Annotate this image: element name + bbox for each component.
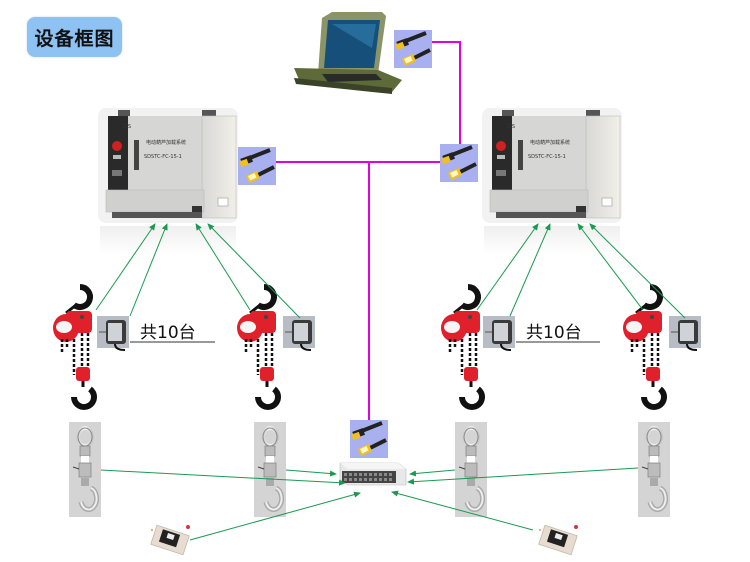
cable-laptop-icon <box>392 28 434 70</box>
diagram-title: 设备框图 <box>27 17 122 57</box>
network-lines <box>276 41 461 425</box>
hoist-2 <box>237 287 278 407</box>
inclinometer-left <box>150 524 191 556</box>
cabinet-model: SDSTC-FC-15-1 <box>144 154 182 160</box>
laptop-link <box>432 41 461 154</box>
cabinet-name: 电动葫芦加载系统 <box>146 139 186 146</box>
count-label-right: 共10台 <box>526 323 582 343</box>
cable-cabinet-left-icon <box>236 145 278 187</box>
cabinet-name: 电动葫芦加载系统 <box>530 139 570 146</box>
cabinet-logo: ZJS <box>507 124 515 130</box>
control-cabinet-left: ZJS 电动葫芦加载系统 SDSTC-FC-15-1 <box>97 107 239 254</box>
encoder-3 <box>482 315 516 351</box>
load-cell-3 <box>455 422 487 517</box>
control-cabinet-right: ZJS 电动葫芦加载系统 SDSTC-FC-15-1 <box>481 107 623 254</box>
inclinometer-right <box>538 524 579 556</box>
network-switch <box>339 462 407 486</box>
load-cell-2 <box>254 422 286 517</box>
encoder-2 <box>282 315 316 351</box>
hoist-1 <box>53 287 94 407</box>
count-label-left: 共10台 <box>140 323 196 343</box>
hoist-3 <box>441 287 482 407</box>
signal-lines <box>95 223 686 541</box>
load-cell-1 <box>69 422 101 517</box>
cable-switch-icon <box>348 418 390 460</box>
cable-cabinet-right-icon <box>438 142 480 184</box>
laptop <box>294 12 402 94</box>
encoder-1 <box>96 315 130 351</box>
encoder-4 <box>668 315 702 351</box>
cabinet-logo: ZJS <box>123 124 131 130</box>
hoist-4 <box>623 287 664 407</box>
load-cell-4 <box>638 422 670 517</box>
cabinet-model: SDSTC-FC-15-1 <box>528 154 566 160</box>
